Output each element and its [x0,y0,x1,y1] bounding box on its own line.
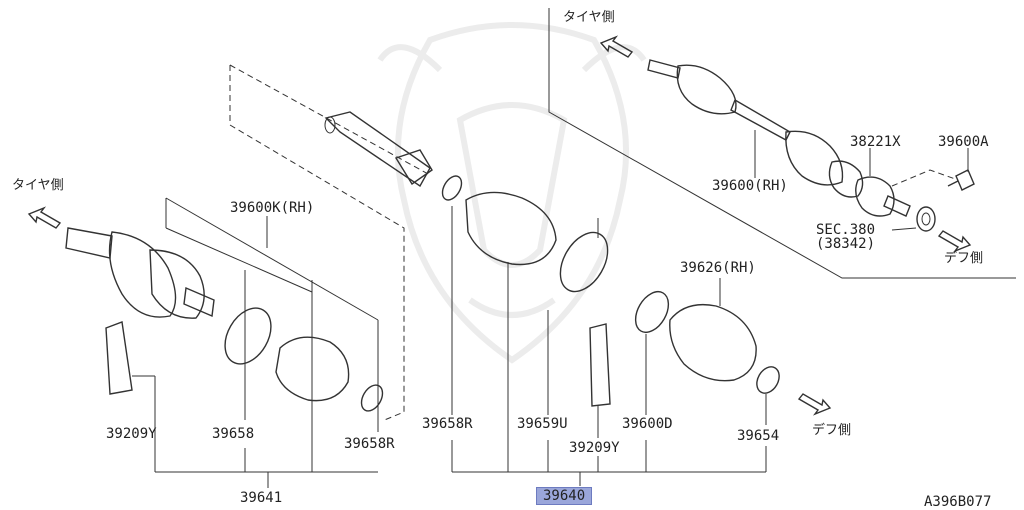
part-39600krh[interactable]: 39600K(RH) [230,200,315,216]
diff-side-label-top: デフ側 [944,251,984,266]
part-39626rh[interactable]: 39626(RH) [680,260,756,276]
band-39659u [559,231,609,293]
tire-side-arrow-left [27,206,62,229]
clamp-39658r-left [360,384,384,412]
part-39600rh[interactable]: 39600(RH) [712,178,788,194]
clamp-39658r-mid [441,175,463,201]
ring-39600d [634,291,670,333]
part-39658r-left[interactable]: 39658R [344,436,395,452]
boot-left [275,336,350,402]
diagram-id: A396B077 [924,494,992,510]
bolt-dash-line [891,169,959,187]
seal-sec380 [916,206,936,232]
part-39600d[interactable]: 39600D [622,416,673,432]
part-39209y-mid[interactable]: 39209Y [569,440,620,456]
part-sec380[interactable]: SEC.380 [816,222,876,238]
clip-39654 [756,366,780,394]
tire-side-label-top: タイヤ側 [563,10,615,25]
diff-side-label-bottom: デフ側 [812,423,852,438]
shaft-outline-dashed [229,65,405,422]
part-39654[interactable]: 39654 [737,428,780,444]
boot-39659u [465,191,557,266]
housing-39626rh [669,303,757,382]
part-39640-highlighted[interactable]: 39640 [535,487,593,505]
shaft-outline-top [229,64,431,176]
part-39641[interactable]: 39641 [240,490,283,506]
cover-39209y-mid [589,323,611,407]
leader-lines [132,130,969,488]
cover-39209y-left [105,321,133,395]
part-39658[interactable]: 39658 [212,426,255,442]
part-38342[interactable]: (38342) [816,236,876,252]
band-39658 [224,307,272,365]
tire-side-label-left: タイヤ側 [12,178,64,193]
outer-joint [65,227,215,319]
drive-shaft-assembly [647,59,864,198]
part-39659u[interactable]: 39659U [517,416,568,432]
diff-side-arrow-top [937,230,972,253]
bolt-39600a [947,169,975,191]
tire-side-arrow-top [599,35,634,58]
part-39600a[interactable]: 39600A [938,134,989,150]
watermark-emblem [377,22,647,364]
main-shaft [324,111,433,188]
inset-boundary [548,8,1016,279]
part-38221x[interactable]: 38221X [850,134,901,150]
part-39658r-mid[interactable]: 39658R [422,416,473,432]
flange-38221x [855,176,911,217]
diff-side-arrow-bottom [797,393,832,416]
part-39209y-left[interactable]: 39209Y [106,426,157,442]
